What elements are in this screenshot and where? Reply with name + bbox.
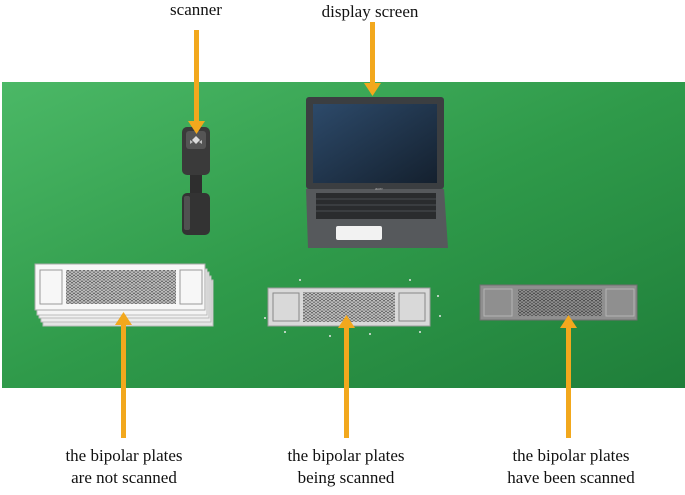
scanning-label-line1: the bipolar plates	[287, 446, 405, 465]
unscanned-label-line2: are not scanned	[71, 468, 177, 487]
scanner-icon	[182, 127, 210, 235]
unscanned-plate-stack	[34, 263, 214, 327]
arrow-display-screen	[364, 22, 381, 96]
laptop-icon: acer	[306, 97, 448, 248]
scanned-label-line1: the bipolar plates	[512, 446, 630, 465]
arrow-scanner	[188, 30, 205, 134]
scanner-label: scanner	[170, 0, 222, 19]
svg-text:acer: acer	[375, 186, 383, 191]
unscanned-label-line1: the bipolar plates	[65, 446, 183, 465]
arrow-scanning	[338, 315, 355, 438]
arrow-unscanned	[115, 312, 132, 438]
scanning-label-line2: being scanned	[297, 468, 395, 487]
display-screen-label: display screen	[321, 2, 419, 21]
arrow-scanned	[560, 315, 577, 438]
scanned-plate	[479, 284, 638, 321]
scanned-label-line2: have been scanned	[507, 468, 635, 487]
